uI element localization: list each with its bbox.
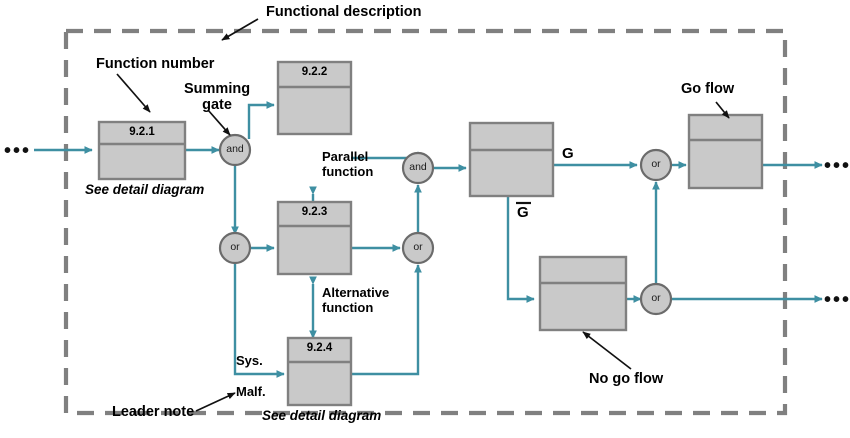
block-924-number: 9.2.4 bbox=[306, 342, 333, 354]
flow-decision-Gbar-to-nogo bbox=[506, 196, 535, 303]
block-924 bbox=[286, 336, 353, 407]
flow-924-to-or2 bbox=[351, 264, 422, 376]
gate-or-go-label: or bbox=[651, 158, 661, 170]
label-sys: Sys. bbox=[236, 353, 263, 368]
leader-functional-description bbox=[221, 18, 259, 41]
continuation-right-go: ••• bbox=[824, 155, 850, 177]
block-923 bbox=[276, 200, 353, 276]
annotation-functional-description: Functional description bbox=[266, 4, 422, 20]
label-g: G bbox=[562, 145, 574, 162]
gate-or-nogo bbox=[639, 282, 673, 316]
flow-and1-to-922 bbox=[247, 101, 275, 139]
block-921-number: 9.2.1 bbox=[129, 126, 155, 138]
annotation-function-number: Function number bbox=[96, 56, 215, 72]
block-924-caption: See detail diagram bbox=[262, 408, 382, 423]
gate-or-1-label: or bbox=[230, 241, 240, 253]
functional-boundary bbox=[63, 28, 788, 416]
label-malf: Malf. bbox=[236, 384, 266, 399]
label-alternative-function: Alternative function bbox=[322, 285, 390, 315]
gate-or-2-label: or bbox=[413, 241, 423, 253]
annotation-go-flow: Go flow bbox=[681, 81, 735, 97]
gate-or-1 bbox=[218, 231, 252, 265]
gate-or-2 bbox=[401, 231, 435, 265]
block-921-caption: See detail diagram bbox=[85, 182, 205, 197]
gate-and-1-label: and bbox=[226, 143, 244, 155]
leader-summing-gate bbox=[207, 109, 231, 136]
continuation-left-in: ••• bbox=[4, 140, 32, 162]
label-g-bar: G bbox=[517, 204, 529, 221]
block-go bbox=[687, 113, 764, 190]
gate-or-go bbox=[639, 148, 673, 182]
block-923-number: 9.2.3 bbox=[301, 206, 328, 218]
annotation-no-go-flow: No go flow bbox=[589, 371, 664, 387]
block-nogo bbox=[538, 255, 628, 332]
leader-go-flow bbox=[715, 101, 730, 119]
block-921 bbox=[97, 120, 187, 181]
annotation-summing-gate: Summing gate bbox=[184, 81, 251, 114]
gate-and-2 bbox=[401, 151, 435, 185]
block-922-number: 9.2.2 bbox=[301, 66, 328, 78]
gate-and-2-label: and bbox=[409, 161, 427, 173]
leader-no-go-flow bbox=[582, 331, 632, 370]
annotation-leader-note: Leader note bbox=[112, 404, 195, 420]
label-parallel-function: Parallel function bbox=[322, 149, 374, 179]
gate-or-nogo-label: or bbox=[651, 292, 661, 304]
leader-function-number bbox=[116, 73, 151, 113]
leader-leader-note bbox=[195, 392, 236, 412]
continuation-right-nogo: ••• bbox=[824, 289, 850, 311]
block-decision bbox=[468, 121, 555, 198]
gate-and-1 bbox=[218, 133, 252, 167]
block-922 bbox=[276, 60, 353, 136]
flow-or1-to-924 bbox=[233, 263, 285, 378]
